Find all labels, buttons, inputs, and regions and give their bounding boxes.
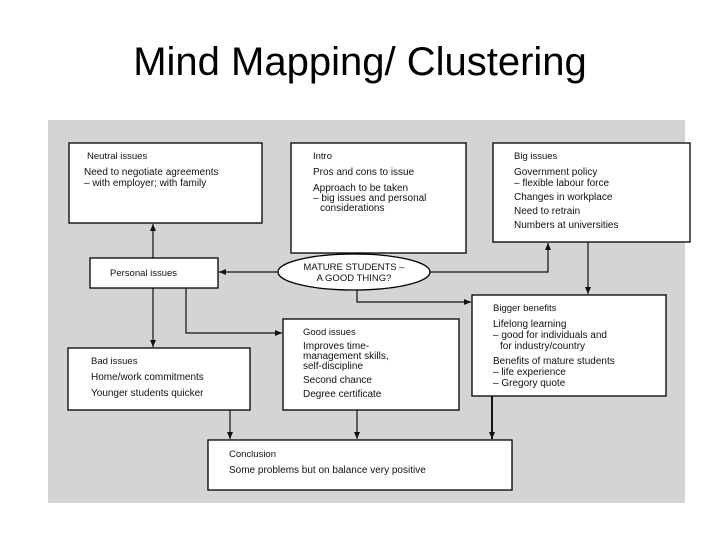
node-text: – flexible labour force [514, 178, 609, 189]
node-text: considerations [320, 203, 384, 214]
node-text: Need to negotiate agreements [84, 167, 219, 178]
node-conclusion: Conclusion Some problems but on balance … [207, 439, 513, 491]
node-text: A GOOD THING? [317, 273, 392, 284]
node-text: Lifelong learning [493, 319, 566, 330]
node-neutral-issues: Neutral issues Need to negotiate agreeme… [68, 142, 263, 224]
arrow-personal-to-good [185, 288, 282, 336]
node-text: – good for individuals and [493, 330, 607, 341]
node-text: Second chance [303, 375, 372, 386]
node-text: Degree certificate [303, 389, 382, 400]
node-text: Conclusion [229, 449, 276, 460]
node-text: Need to retrain [514, 206, 580, 217]
node-text: management skills, [303, 351, 389, 362]
node-personal-issues: Personal issues [89, 257, 219, 289]
node-text: Big issues [514, 151, 558, 162]
node-text: for industry/country [500, 341, 585, 352]
node-text: Neutral issues [87, 151, 147, 162]
node-bigger-benefits: Bigger benefits Lifelong learning – good… [471, 294, 667, 397]
node-text: Younger students quicker [91, 388, 204, 399]
node-center-topic: MATURE STUDENTS – A GOOD THING? [277, 253, 431, 291]
node-text: Benefits of mature students [493, 356, 615, 367]
node-text: – with employer; with family [84, 178, 206, 189]
node-text: – big issues and personal [313, 193, 426, 204]
node-text: Personal issues [110, 268, 177, 279]
node-text: Improves time- [303, 341, 369, 352]
node-text: self-discipline [303, 361, 363, 372]
node-text: Pros and cons to issue [313, 167, 415, 178]
node-text: – Gregory quote [493, 378, 566, 389]
arrow-center-to-big [430, 243, 551, 273]
node-big-issues: Big issues Government policy – flexible … [492, 142, 691, 243]
node-text: Numbers at universities [514, 220, 618, 231]
node-text: – life experience [493, 367, 566, 378]
node-text: MATURE STUDENTS – [303, 262, 405, 273]
slide-title: Mind Mapping/ Clustering [133, 40, 587, 84]
node-intro: Intro Pros and cons to issue Approach to… [290, 142, 467, 254]
node-text: Bad issues [91, 356, 138, 367]
node-good-issues: Good issues Improves time- management sk… [282, 318, 460, 411]
node-text: Intro [313, 151, 332, 162]
node-text: Changes in workplace [514, 192, 613, 203]
connectors [150, 224, 591, 439]
node-text: Some problems but on balance very positi… [229, 465, 426, 476]
node-text: Government policy [514, 167, 597, 178]
node-text: Bigger benefits [493, 303, 557, 314]
node-bad-issues: Bad issues Home/work commitments Younger… [67, 347, 251, 411]
node-text: Home/work commitments [91, 372, 204, 383]
arrow-center-to-bigger [356, 290, 471, 305]
node-text: Good issues [303, 327, 356, 338]
node-text: Approach to be taken [313, 183, 408, 194]
